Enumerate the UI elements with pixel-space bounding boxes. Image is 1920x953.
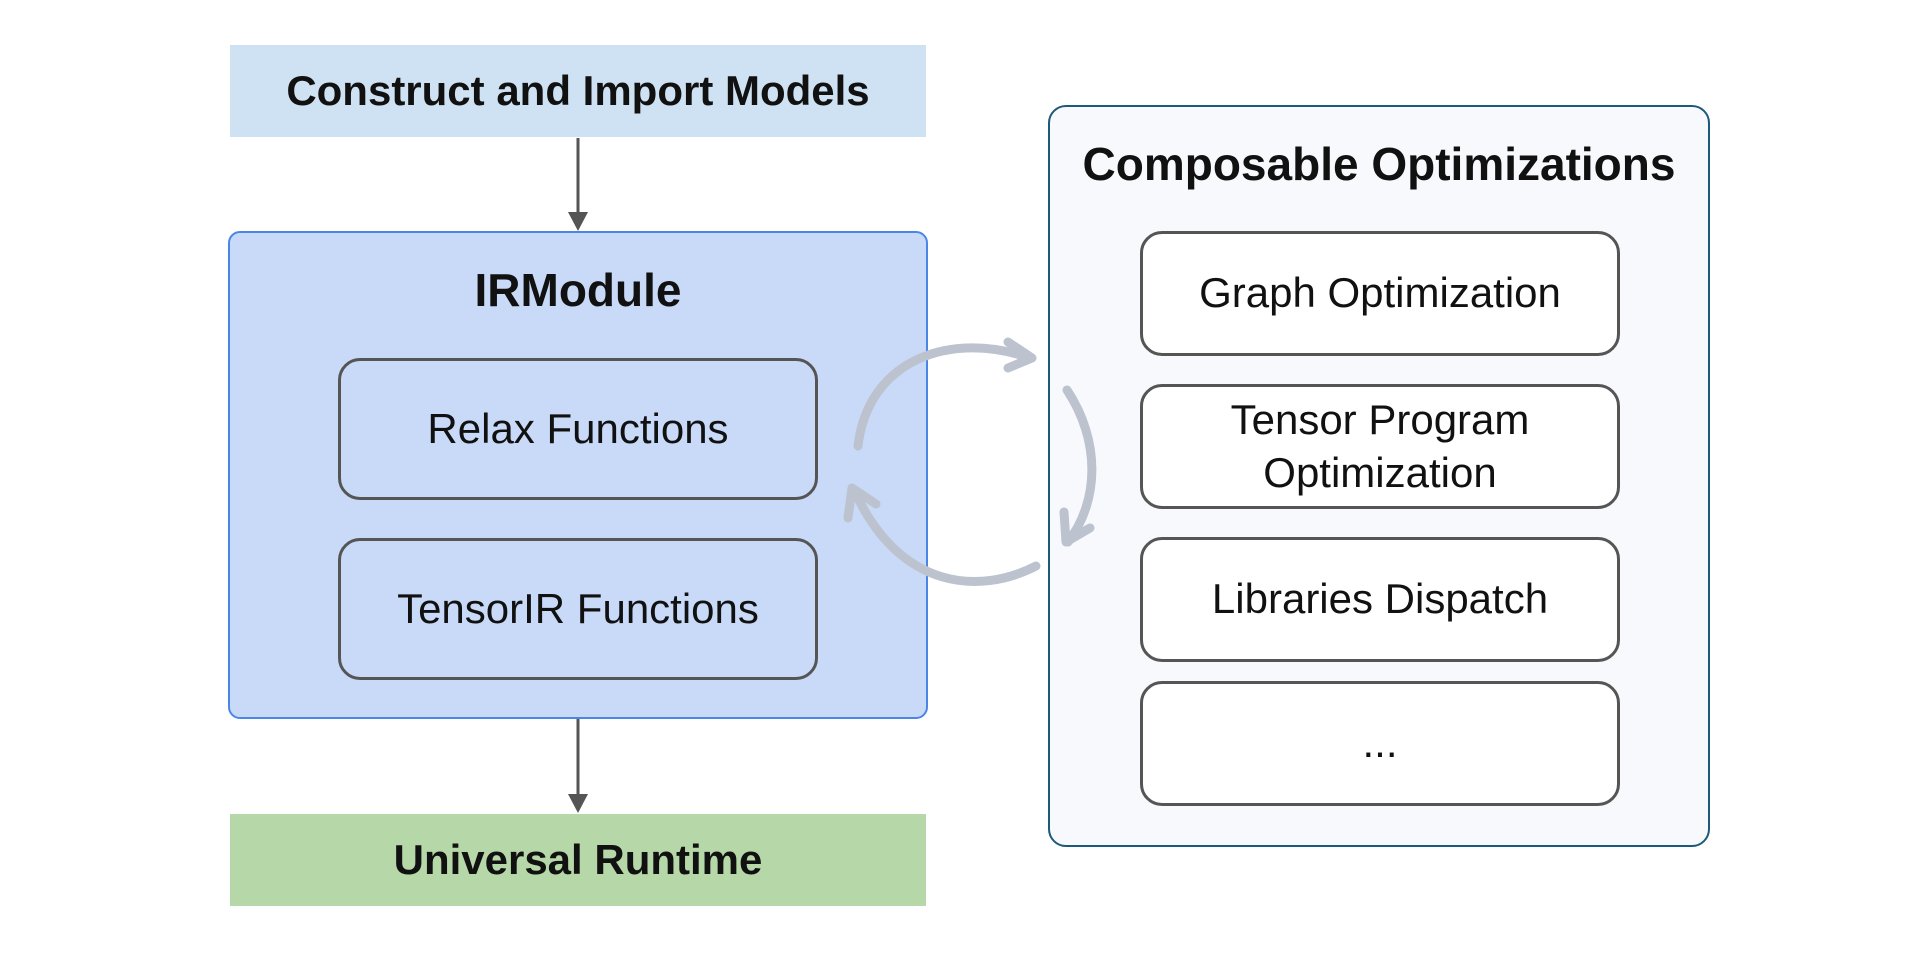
irmodule-title: IRModule [474,264,682,316]
graph-optimization-box: Graph Optimization [1140,231,1620,356]
relax-functions-label: Relax Functions [427,405,729,452]
tensor-program-optimization-label: Tensor Program Optimization [1230,396,1530,496]
construct-import-models-label: Construct and Import Models [286,67,870,114]
tensorir-functions-box: TensorIR Functions [338,538,818,680]
libraries-dispatch-label: Libraries Dispatch [1211,575,1549,623]
universal-runtime-label: Universal Runtime [393,836,763,883]
libraries-dispatch-box: Libraries Dispatch [1140,537,1620,662]
tensor-program-optimization-box: Tensor Program Optimization [1140,384,1620,509]
relax-functions-box: Relax Functions [338,358,818,500]
arrow-import-to-irmodule [568,138,588,231]
composable-optimizations-title: Composable Optimizations [1082,138,1676,190]
graph-optimization-label: Graph Optimization [1199,269,1561,317]
more-optimizations-box: ... [1140,681,1620,806]
more-optimizations-label: ... [1362,719,1398,767]
cycle-arrow-top-head [1003,337,1037,373]
construct-import-models-box: Construct and Import Models [230,45,926,137]
arrow-irmodule-to-runtime [568,719,588,813]
tensorir-functions-label: TensorIR Functions [397,585,759,632]
universal-runtime-box: Universal Runtime [230,814,926,906]
